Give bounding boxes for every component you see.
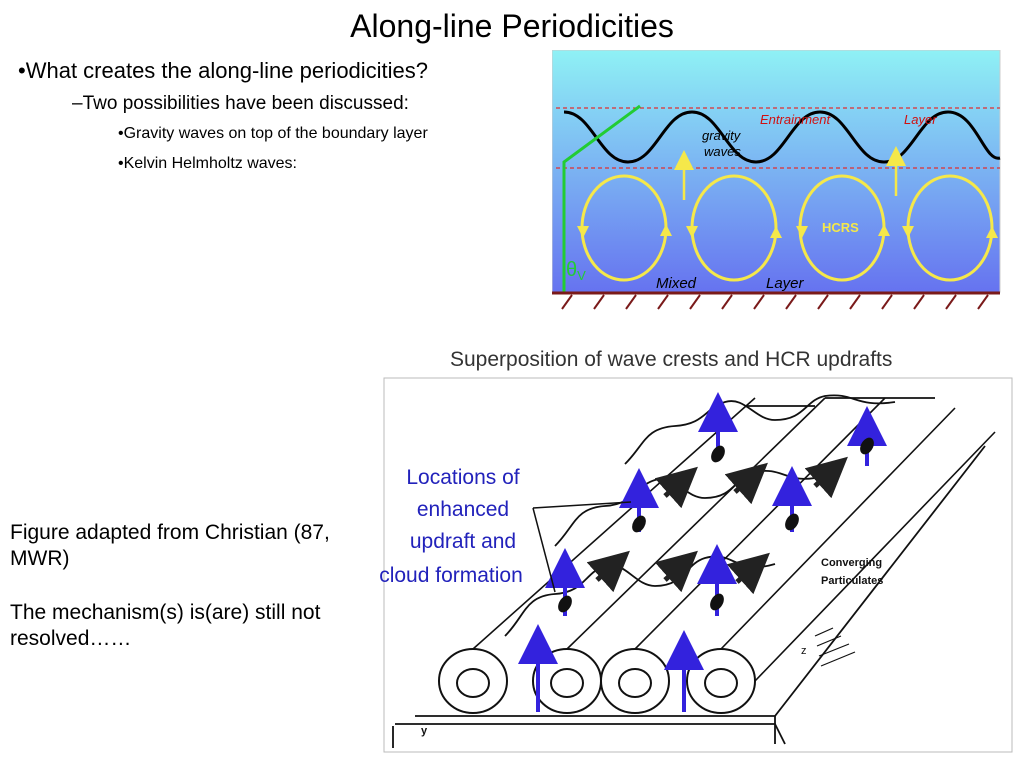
superposition-diagram: Superposition of wave crests and HCR upd… — [379, 348, 1013, 753]
figure-credit: Figure adapted from Christian (87, MWR) — [10, 521, 330, 570]
bullet-kelvin-helmholtz: •Kelvin Helmholtz waves: — [118, 155, 297, 172]
label-theta: θV — [566, 259, 586, 283]
label-layer-top: Layer — [904, 112, 937, 127]
mechanism-note: The mechanism(s) is(are) still not resol… — [10, 601, 321, 650]
label-y: y — [421, 725, 428, 737]
bullet-possibilities: –Two possibilities have been discussed: — [72, 93, 409, 114]
callout-line-3: updraft and — [410, 530, 516, 553]
wind-profile-arrows — [814, 627, 856, 667]
slide-title: Along-line Periodicities — [350, 8, 674, 44]
bullet-gravity-waves: •Gravity waves on top of the boundary la… — [118, 125, 428, 142]
box-outline — [392, 445, 986, 748]
callout-line-1: Locations of — [406, 466, 519, 489]
label-converging: Converging — [821, 557, 882, 569]
label-gravity: gravity — [702, 128, 742, 143]
cloud-markers — [558, 437, 874, 613]
label-particulates: Particulates — [821, 575, 883, 587]
roll-tubes-lines — [472, 397, 996, 682]
label-waves: waves — [704, 144, 741, 159]
sky-background — [552, 50, 1001, 293]
ground-hatching — [561, 294, 989, 310]
gravity-wave-diagram: gravity waves Entrainment Layer HCRS θV … — [552, 50, 1001, 310]
callout-pointers — [532, 501, 632, 593]
label-hcrs: HCRS — [822, 220, 859, 235]
theta-profile-line — [562, 104, 641, 292]
label-entrainment: Entrainment — [760, 112, 831, 127]
superposition-title: Superposition of wave crests and HCR upd… — [450, 348, 892, 371]
callout-line-2: enhanced — [417, 498, 509, 521]
label-mixed: Mixed — [656, 275, 697, 292]
enhanced-updraft-callout: Locations of enhanced updraft and cloud … — [379, 466, 523, 587]
convection-arrows — [586, 456, 848, 595]
bullet-question: •What creates the along-line periodiciti… — [18, 58, 429, 83]
gravity-wave-curve — [563, 110, 1001, 164]
roll-direction-arrows — [577, 224, 998, 238]
label-z: z — [801, 645, 807, 657]
callout-line-4: cloud formation — [379, 564, 523, 587]
label-layer-bottom: Layer — [766, 275, 805, 292]
